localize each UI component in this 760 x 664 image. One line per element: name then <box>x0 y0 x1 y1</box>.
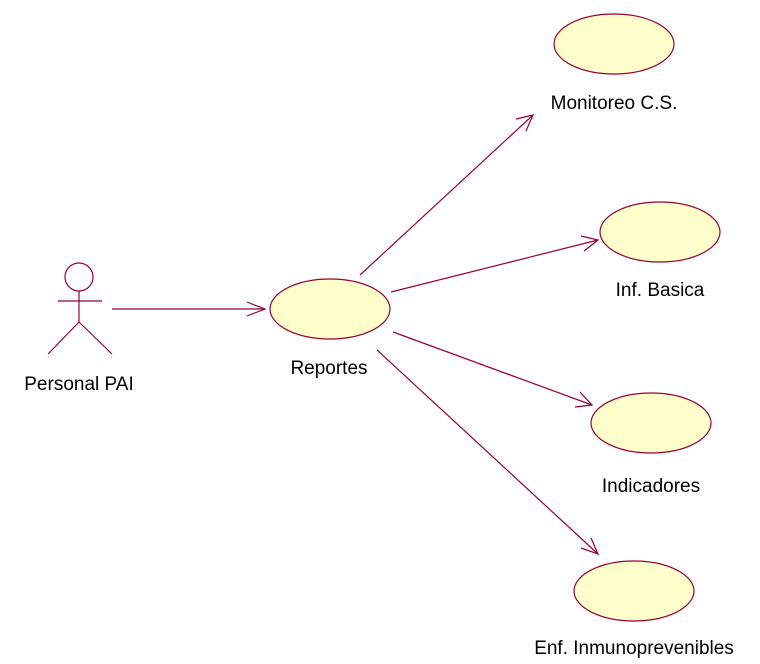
arrowhead-reportes <box>246 301 267 317</box>
association-reportes-monitoreo <box>359 114 534 276</box>
association-reportes-indicadores <box>392 331 593 406</box>
use-case-monitoreo[interactable]: Monitoreo C.S. <box>551 13 678 114</box>
arrowhead-basica <box>580 235 600 252</box>
use-case-indicadores[interactable]: Indicadores <box>590 392 712 497</box>
use-case-monitoreo-label: Monitoreo C.S. <box>551 93 678 114</box>
use-case-inmuno-ellipse <box>573 560 695 622</box>
associations <box>112 114 600 556</box>
arrowhead-monitoreo <box>515 114 535 132</box>
use-case-inmuno[interactable]: Enf. Inmunoprevenibles <box>534 560 734 659</box>
use-case-reportes-label: Reportes <box>290 358 367 379</box>
use-case-indicadores-label: Indicadores <box>602 476 700 497</box>
arrowhead-inmuno <box>580 537 600 556</box>
actor-left-leg <box>47 321 80 355</box>
association-reportes-inmuno <box>376 349 599 555</box>
actor-right-leg <box>78 321 113 355</box>
use-case-indicadores-ellipse <box>590 392 712 454</box>
use-case-inmuno-label: Enf. Inmunoprevenibles <box>534 638 734 659</box>
use-case-reportes[interactable]: Reportes <box>269 278 391 379</box>
arrowhead-indicadores <box>574 391 594 408</box>
use-case-reportes-ellipse <box>269 278 391 340</box>
use-case-basica[interactable]: Inf. Basica <box>599 201 721 301</box>
use-case-monitoreo-ellipse <box>553 13 675 75</box>
actor-personal-pai[interactable]: Personal PAI <box>24 262 134 395</box>
association-reportes-basica <box>390 239 599 293</box>
actor-head <box>64 262 94 292</box>
use-case-basica-label: Inf. Basica <box>616 280 705 301</box>
actor-label: Personal PAI <box>24 374 133 395</box>
use-case-basica-ellipse <box>599 201 721 263</box>
